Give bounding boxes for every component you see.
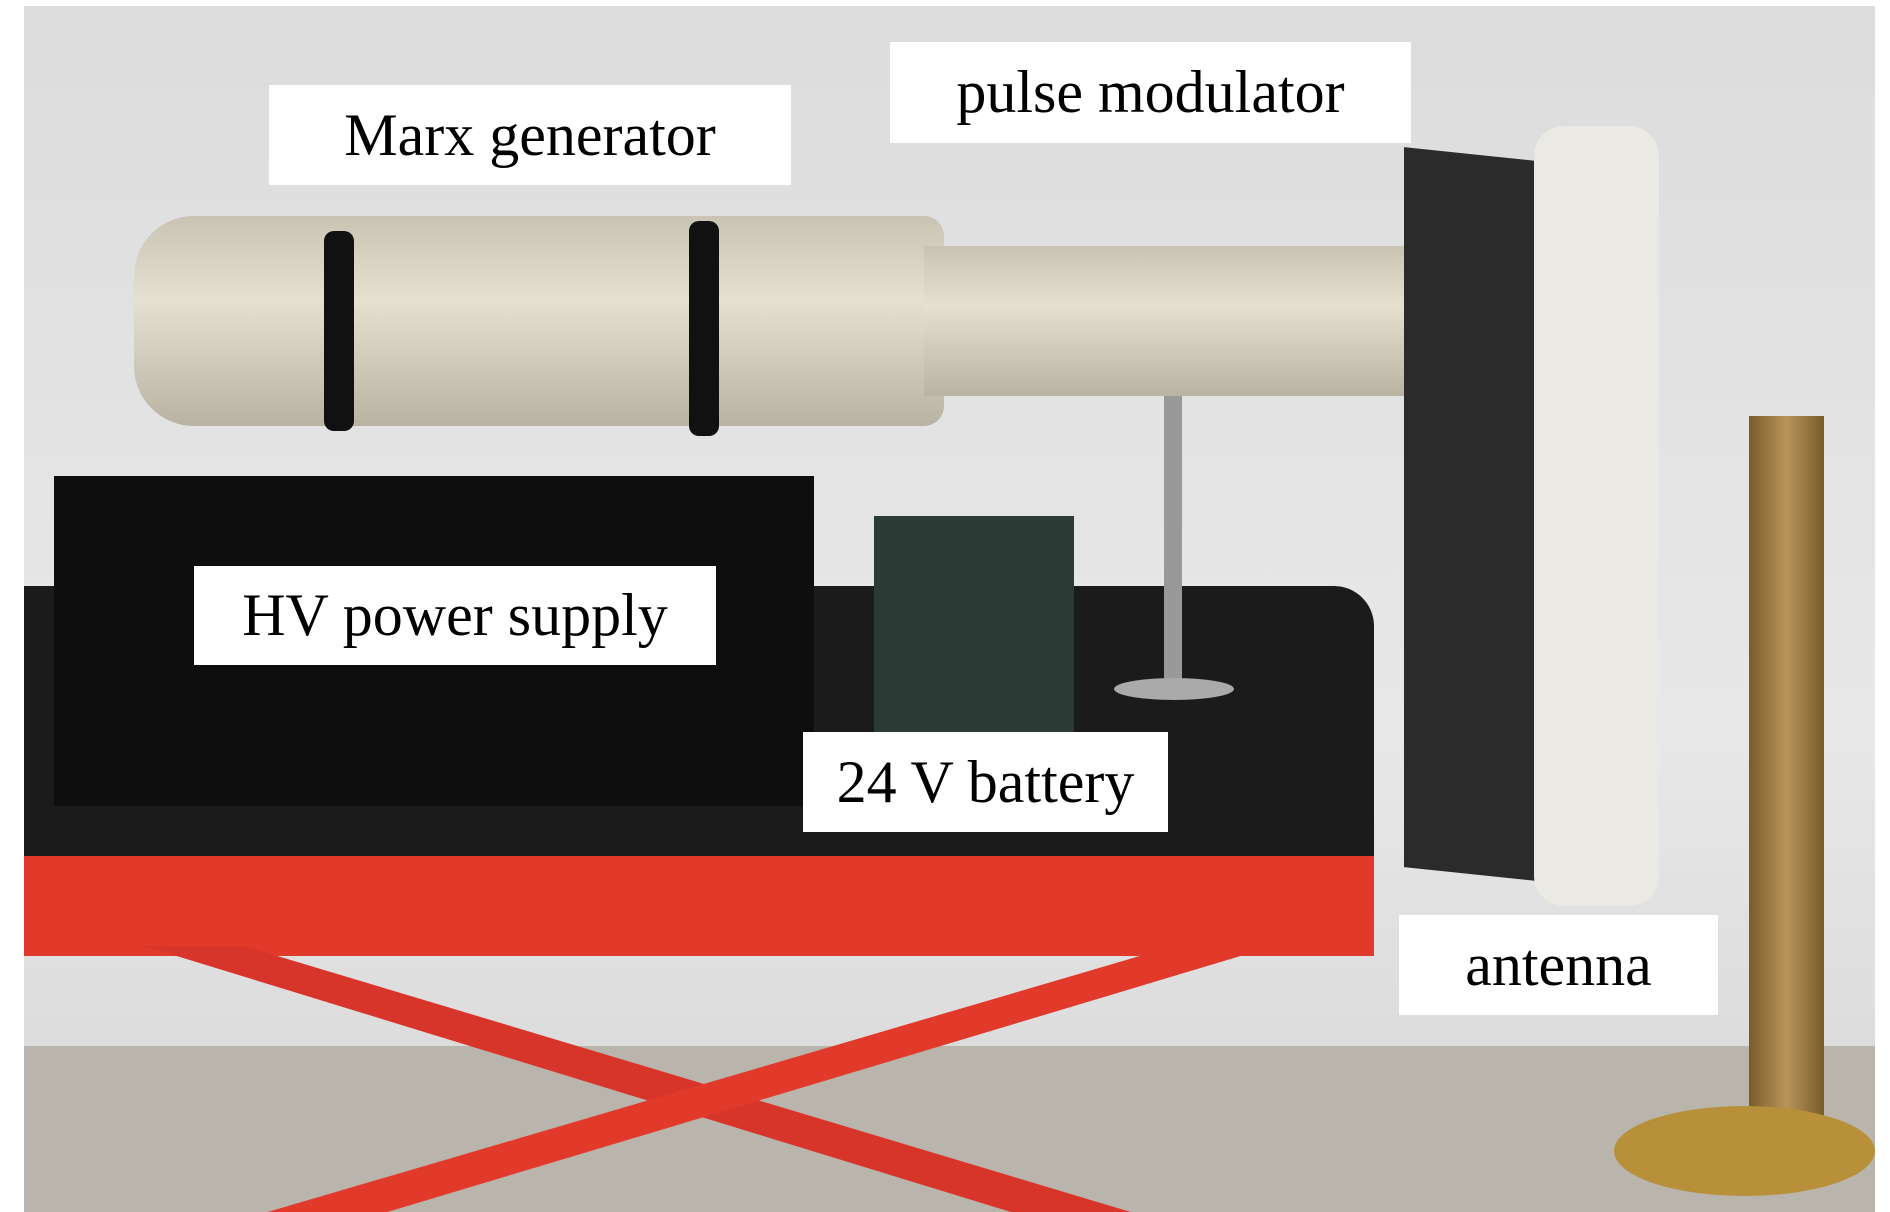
stand-post [1164,396,1182,686]
tube-strap [324,231,354,431]
photo [24,6,1875,1212]
marx-generator-tube [134,216,944,426]
battery-box [874,516,1074,736]
stand-base [1114,678,1234,700]
pulse-modulator-tube [924,246,1444,396]
scissor-lift [144,946,1274,1212]
label-battery: 24 V battery [803,732,1168,832]
label-antenna: antenna [1399,915,1718,1015]
label-hv-power-supply: HV power supply [194,566,716,665]
antenna-panel [1534,126,1659,906]
label-marx-generator: Marx generator [269,85,791,185]
barrier-post [1749,416,1824,1146]
barrier-post-base [1614,1106,1875,1196]
lift-top-band [24,856,1374,956]
label-pulse-modulator: pulse modulator [890,42,1411,143]
tube-strap [689,221,719,436]
